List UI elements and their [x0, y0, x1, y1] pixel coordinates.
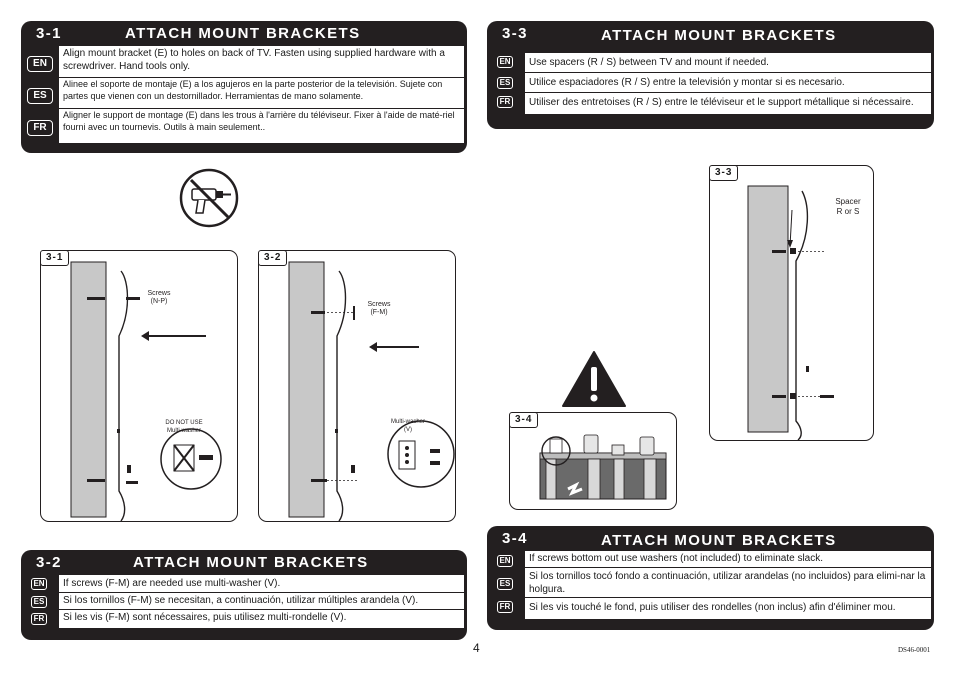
- lang-badge-en: EN: [27, 56, 53, 72]
- instruction-rows: If screws (F-M) are needed use multi-was…: [59, 575, 464, 628]
- section-3-1-header: 3-1 ATTACH MOUNT BRACKETS: [21, 21, 467, 46]
- lang-badge-fr: FR: [497, 601, 513, 613]
- section-3-2: 3-2 ATTACH MOUNT BRACKETS EN ES FR If sc…: [21, 550, 467, 640]
- section-3-2-header: 3-2 ATTACH MOUNT BRACKETS: [21, 550, 467, 575]
- section-title: ATTACH MOUNT BRACKETS: [125, 25, 361, 42]
- instruction-fr: Si les vis (F-M) sont nécessaires, puis …: [63, 612, 347, 623]
- instruction-rows: If screws bottom out use washers (not in…: [525, 551, 931, 619]
- instruction-fr: Utiliser des entretoises (R / S) entre l…: [529, 97, 914, 108]
- section-number: 3-4: [502, 530, 528, 547]
- figure-3-1: 3-1 Screws (N-P) DO NOT USE Multi-washer: [40, 250, 238, 522]
- section-3-4-header: 3-4 ATTACH MOUNT BRACKETS: [487, 526, 934, 551]
- section-title: ATTACH MOUNT BRACKETS: [601, 27, 837, 44]
- lang-badge-en: EN: [497, 56, 513, 68]
- lang-badge-fr: FR: [31, 613, 47, 625]
- screws-label: Screws (F-M): [367, 301, 391, 316]
- warning-triangle-icon: [562, 351, 626, 407]
- figure-tag: 3-4: [509, 412, 539, 428]
- instruction-rows: Use spacers (R / S) between TV and mount…: [525, 53, 931, 114]
- figure-tag: 3-2: [258, 250, 288, 266]
- warning-label: DO NOT USE Multi-washer: [165, 420, 203, 434]
- section-title: ATTACH MOUNT BRACKETS: [133, 554, 369, 571]
- section-number: 3-2: [36, 554, 62, 571]
- lang-badge-es: ES: [497, 578, 513, 590]
- instruction-en: Use spacers (R / S) between TV and mount…: [525, 53, 931, 73]
- section-3-3: 3-3 ATTACH MOUNT BRACKETS EN ES FR Use s…: [487, 21, 934, 129]
- lang-badge-en: EN: [497, 555, 513, 567]
- section-number: 3-1: [36, 25, 62, 42]
- document-id: DS46-0001: [898, 646, 931, 654]
- spacer-label: Spacer R or S: [835, 197, 861, 216]
- washer-label: Multi-washer (V): [390, 419, 425, 433]
- instruction-en: If screws (F-M) are needed use multi-was…: [59, 576, 464, 593]
- instruction-es: Utilice espaciadores (R / S) entre la te…: [525, 73, 931, 93]
- figure-3-4: 3-4: [509, 412, 677, 510]
- lang-badge-fr: FR: [497, 96, 513, 108]
- instruction-en: Align mount bracket (E) to holes on back…: [59, 47, 464, 78]
- section-3-3-header: 3-3 ATTACH MOUNT BRACKETS: [487, 21, 934, 46]
- instruction-es: Si los tornillos tocó fondo a continuaci…: [525, 568, 931, 598]
- instruction-en: If screws bottom out use washers (not in…: [525, 551, 931, 568]
- instruction-rows: Align mount bracket (E) to holes on back…: [59, 46, 464, 143]
- lang-badge-fr: FR: [27, 120, 53, 136]
- bracket-washer-drawing: [288, 261, 455, 522]
- instruction-es: Si los tornillos (F-M) se necesitan, a c…: [59, 593, 464, 610]
- instruction-es: Alinee el soporte de montaje (E) a los a…: [59, 78, 464, 109]
- instruction-fr: Si les vis touché le fond, puis utiliser…: [529, 602, 896, 613]
- section-number: 3-3: [502, 25, 528, 42]
- lang-badge-es: ES: [497, 77, 513, 89]
- spacer-drawing: [747, 185, 834, 441]
- figure-tag: 3-3: [709, 165, 739, 181]
- figure-tag: 3-1: [40, 250, 70, 266]
- page-number: 4: [473, 641, 480, 655]
- screw-bottom-out-drawing: [539, 434, 667, 500]
- lang-badge-es: ES: [31, 596, 47, 608]
- screws-label: Screws (N-P): [147, 290, 171, 305]
- figure-3-2: 3-2 Screws (F-M) Multi-washer (V): [258, 250, 456, 522]
- no-power-drill-icon: [179, 168, 239, 228]
- instruction-fr: Aligner le support de montage (E) dans l…: [63, 110, 455, 132]
- section-3-1: 3-1 ATTACH MOUNT BRACKETS EN ES FR Align…: [21, 21, 467, 153]
- bracket-attach-drawing: [70, 261, 222, 522]
- section-title: ATTACH MOUNT BRACKETS: [601, 532, 837, 549]
- section-3-4: 3-4 ATTACH MOUNT BRACKETS EN ES FR If sc…: [487, 526, 934, 630]
- lang-badge-en: EN: [31, 578, 47, 590]
- figure-3-3: 3-3 Spacer R or S: [709, 165, 874, 441]
- lang-badge-es: ES: [27, 88, 53, 104]
